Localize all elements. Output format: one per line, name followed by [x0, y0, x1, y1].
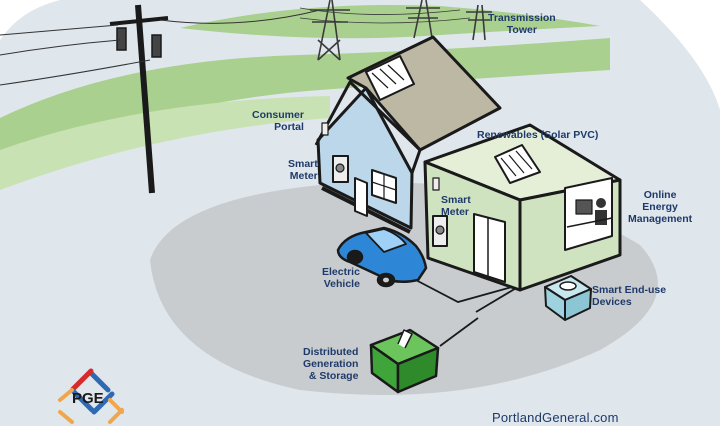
label-line: Transmission [488, 12, 556, 24]
pge-logo-text: PGE [72, 390, 104, 407]
label-line: Management [628, 213, 693, 225]
label-line: Energy [642, 201, 678, 213]
electric-vehicle-car [336, 226, 428, 288]
label-smart-meter-house: Smart Meter [288, 158, 318, 182]
label-online-energy-management: Online Energy Management [628, 189, 692, 225]
label-line: Smart [441, 194, 471, 206]
green-hill-top [180, 4, 600, 39]
label-line: Consumer [252, 109, 304, 121]
storage-box [369, 328, 440, 394]
label-line: & Storage [308, 370, 359, 382]
label-line: Generation [303, 358, 359, 370]
label-line: Meter [441, 206, 470, 218]
label-smart-enduse-devices: Smart End-use Devices [592, 284, 666, 308]
commercial-building [423, 123, 622, 292]
label-electric-vehicle: Electric Vehicle [322, 266, 360, 290]
label-line: Devices [592, 296, 632, 308]
label-line: Smart [288, 158, 318, 170]
label-transmission-tower: Transmission Tower [488, 12, 556, 36]
pge-logo-mark [58, 368, 124, 424]
label-line: Distributed [303, 346, 359, 358]
label-line: Tower [506, 24, 537, 36]
label-renewables: Renewables (Solar PVC) [477, 129, 598, 141]
label-line: Online [643, 189, 677, 201]
label-line: Electric [322, 266, 360, 278]
website-text: PortlandGeneral.com [492, 410, 619, 425]
house [314, 35, 502, 234]
corner-cutout [640, 0, 720, 110]
label-line: Renewables (Solar PVC) [477, 129, 599, 141]
label-line: Meter [289, 170, 318, 182]
label-line: Vehicle [323, 278, 360, 290]
website-link[interactable]: PortlandGeneral.com [492, 410, 619, 425]
label-line: Portal [274, 121, 304, 133]
transmission-towers [299, 0, 492, 61]
smart-enduse-device [544, 275, 592, 321]
label-distributed-generation: Distributed Generation & Storage [303, 346, 358, 382]
logo-text: PGE [72, 390, 104, 407]
utility-pole [0, 4, 321, 194]
label-consumer-portal: Consumer Portal [252, 109, 304, 133]
label-line: Smart End-use [592, 284, 667, 296]
label-smart-meter-building: Smart Meter [441, 194, 471, 218]
green-hill-front [0, 96, 330, 190]
